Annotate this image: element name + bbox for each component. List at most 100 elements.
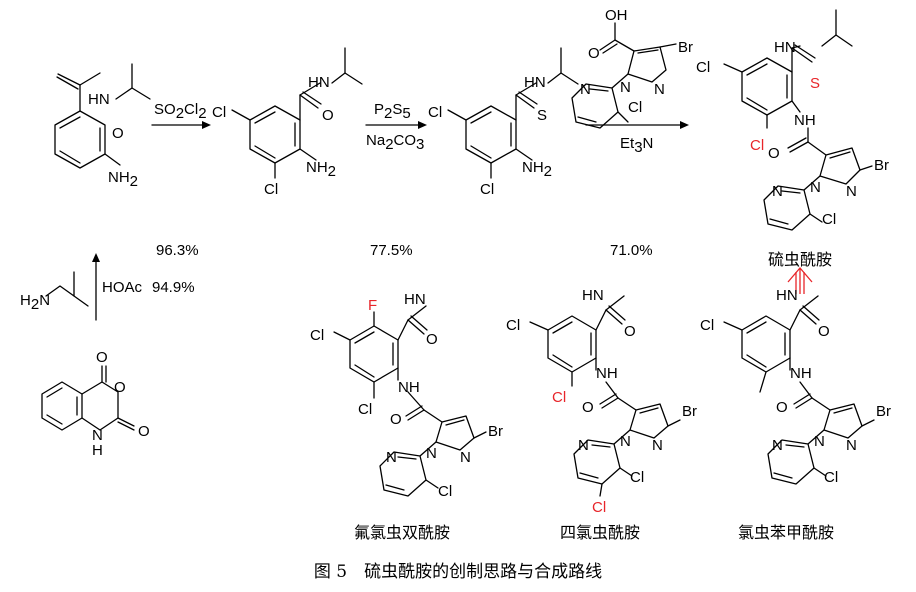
figure-caption: 图 5 硫虫酰胺的创制思路与合成路线 [313, 562, 603, 582]
carbonyl-o-label: O [138, 423, 150, 440]
pyrazole-n-label: N [426, 445, 437, 462]
compound-aminobenzamide: HN O NH2 [54, 63, 151, 190]
step2-conditions: P2S5 Na2CO3 77.5% [365, 101, 427, 259]
pyrazole-n-label: N [654, 81, 665, 98]
chloro-label: Cl [700, 317, 714, 334]
pyrazole-n-label: N [652, 437, 663, 454]
carbonyl-o-label: O [582, 399, 594, 416]
chloro-label: Cl [506, 317, 520, 334]
pyrazole-n-label: N [460, 449, 471, 466]
bromo-label: Br [876, 403, 891, 420]
step0-reagent: HOAc [102, 279, 143, 296]
thiocarbonyl-s-label: S [537, 107, 547, 124]
carbonyl-o-label: O [818, 323, 830, 340]
amine-nh2-label: NH2 [108, 169, 138, 190]
carbonyl-o-label: O [96, 349, 108, 366]
amide-hn-label: HN [524, 74, 546, 91]
isopropylamine: H2N [20, 271, 89, 313]
carbonyl-o-label: O [322, 107, 334, 124]
pyrazole-acid-reagent: OH O Br N N N Cl [571, 7, 693, 129]
step3-conditions: Et3N 71.0% [585, 121, 689, 259]
chloro-label: Cl [310, 327, 324, 344]
target-compound-name: 硫虫酰胺 [767, 250, 833, 269]
chloro-label: Cl [822, 211, 836, 228]
chloro-label: Cl [264, 181, 278, 198]
bromo-label: Br [678, 39, 693, 56]
pyrazole-n-label: N [620, 433, 631, 450]
bromo-label: Br [874, 157, 889, 174]
compound-target: Cl Cl HN S NH O Br N N N Cl [696, 9, 889, 231]
pyridine-n-label: N [772, 183, 783, 200]
ref3-compound-name: 氯虫苯甲酰胺 [737, 523, 835, 542]
pyridine-n-label: N [386, 449, 397, 466]
carbonyl-o-label: O [776, 399, 788, 416]
chloro-label: Cl [696, 59, 710, 76]
chloro-label-highlight: Cl [592, 499, 606, 516]
amine-nh2-label: NH2 [522, 159, 552, 180]
compound-dichloro-aminobenzamide: Cl Cl HN O NH2 [212, 47, 363, 198]
amide-hn-label: HN [308, 74, 330, 91]
isatoic-anhydride: O O O N H [41, 349, 150, 459]
chloro-label: Cl [628, 99, 642, 116]
amide-nh-label: NH [398, 379, 420, 396]
pyridine-n-label: N [772, 437, 783, 454]
carbonyl-o-label: O [390, 411, 402, 428]
acid-oh-label: OH [605, 7, 628, 24]
pyrazole-n-label: N [810, 179, 821, 196]
chloro-label: Cl [480, 181, 494, 198]
amine-h-label: H [92, 442, 103, 459]
pyrazole-n-label: N [846, 437, 857, 454]
carbonyl-o-label: O [112, 125, 124, 142]
ref1-compound-name: 氟氯虫双酰胺 [353, 523, 451, 542]
step0-yield: 94.9% [152, 279, 195, 296]
chloro-label: Cl [428, 104, 442, 121]
design-origin-arrow [787, 267, 813, 294]
amide-nh-label: NH [790, 365, 812, 382]
chloro-label: Cl [630, 469, 644, 486]
step2-reagent-bottom: Na2CO3 [366, 132, 424, 153]
compound-ref3: Cl HN O NH O Br N N N Cl [700, 287, 891, 486]
chloro-label: Cl [212, 104, 226, 121]
amine-n-label: N [92, 427, 103, 444]
amide-hn-label: HN [776, 287, 798, 304]
amide-hn-label: HN [88, 91, 110, 108]
compound-ref1: Cl F HN O NH Cl O Br N N N Cl [310, 291, 503, 500]
chloro-label: Cl [824, 469, 838, 486]
pyrazole-n-label: N [846, 183, 857, 200]
chloro-label: Cl [358, 401, 372, 418]
ref2-compound-name: 四氯虫酰胺 [559, 523, 641, 542]
pyrazole-n-label: N [620, 79, 631, 96]
bromo-label: Br [682, 403, 697, 420]
step3-yield: 71.0% [610, 242, 653, 259]
step3-reagent: Et3N [620, 135, 653, 156]
amide-hn-label: HN [404, 291, 426, 308]
chloro-label-highlight: Cl [552, 389, 566, 406]
acid-o-label: O [588, 45, 600, 62]
carbonyl-o-label: O [624, 323, 636, 340]
step1-conditions: SO2Cl2 96.3% [151, 101, 211, 259]
step0-conditions: HOAc 94.9% [92, 253, 195, 321]
step2-yield: 77.5% [370, 242, 413, 259]
fluoro-label-highlight: F [368, 297, 377, 314]
thiocarbonyl-s-label-highlight: S [810, 75, 820, 92]
chloro-label-highlight: Cl [750, 137, 764, 154]
compound-thioamide: Cl Cl HN S NH2 [428, 47, 579, 198]
bromo-label: Br [488, 423, 503, 440]
amine-nh2-label: NH2 [306, 159, 336, 180]
amide-nh-label: NH [794, 112, 816, 129]
amine-h2n-label: H2N [20, 292, 50, 313]
amide-nh-label: NH [596, 365, 618, 382]
step1-reagent: SO2Cl2 [154, 101, 207, 122]
pyridine-n-label: N [578, 437, 589, 454]
ring-o-label: O [114, 379, 126, 396]
carbonyl-o-label: O [426, 331, 438, 348]
carbonyl-o-label: O [768, 145, 780, 162]
compound-ref2: Cl HN O NH Cl O Br N N N Cl Cl [506, 287, 697, 516]
pyridine-n-label: N [580, 81, 591, 98]
step1-yield: 96.3% [156, 242, 199, 259]
amide-hn-label: HN [582, 287, 604, 304]
pyrazole-n-label: N [814, 433, 825, 450]
step2-reagent-top: P2S5 [374, 101, 411, 122]
chloro-label: Cl [438, 483, 452, 500]
